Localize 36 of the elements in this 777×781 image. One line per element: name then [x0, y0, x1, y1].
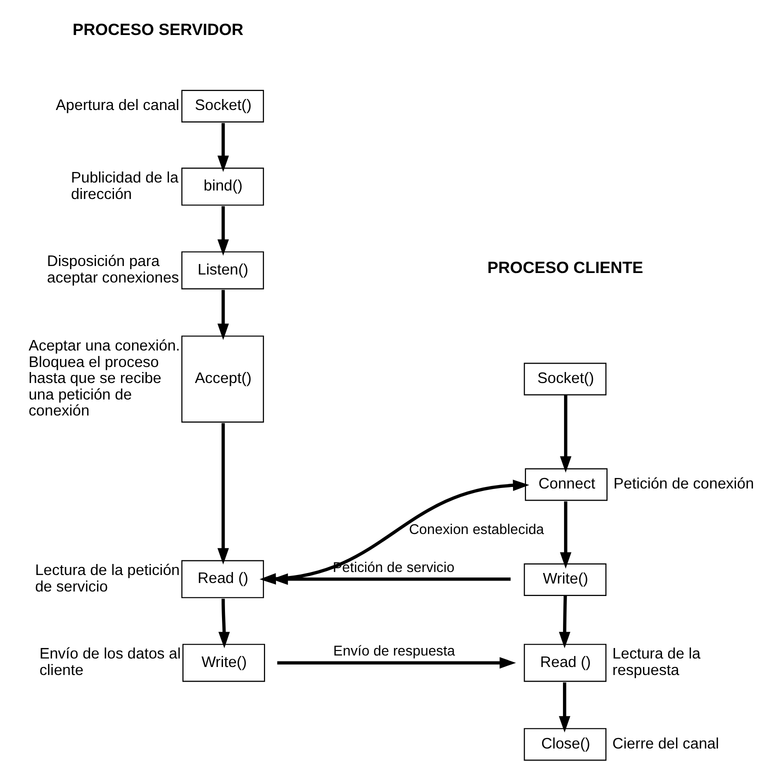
arrow [216, 423, 228, 564]
node-label: Lectura de la petición de servicio [34, 562, 180, 596]
edge-label: Conexion establecida [408, 520, 544, 537]
node-box: Read () [523, 644, 606, 682]
arrow [216, 123, 228, 172]
node-label: Apertura del canal [55, 97, 179, 114]
node-box: bind() [180, 168, 264, 206]
edge-label: Envío de respuesta [332, 642, 455, 659]
arrow [216, 206, 228, 256]
node-label: Publicidad de la dirección [70, 170, 178, 203]
arrow [559, 501, 571, 569]
edge-label: Petición de servicio [332, 558, 454, 575]
node-label: Aceptar una conexión. Bloquea el proceso hasta que se recibe una petición de conexión [28, 337, 180, 420]
node-box: Write() [182, 644, 265, 682]
node-label: Disposición para aceptar conexiones [46, 253, 179, 287]
arrow [216, 290, 228, 340]
arrow [558, 596, 570, 648]
node-label: Petición de conexión [613, 476, 754, 493]
node-box: Socket() [523, 362, 606, 396]
node-box: Connect [524, 468, 608, 501]
node-label: Cierre del canal [612, 735, 719, 752]
node-label: Lectura de la respuesta [612, 646, 700, 680]
arrow [559, 394, 571, 473]
node-box: Listen() [180, 251, 264, 290]
arrow [218, 598, 230, 648]
node-box: Accept() [180, 336, 264, 423]
label: PROCESO SERVIDOR [72, 20, 243, 39]
node-box: Socket() [180, 90, 264, 122]
node-box: Read () [180, 560, 264, 598]
node-box: Close() [523, 728, 606, 761]
arrow [259, 480, 529, 585]
arrow [558, 682, 570, 732]
node-label: Envío de los datos al cliente [38, 646, 180, 680]
label: PROCESO CLIENTE [486, 259, 643, 278]
arrow [276, 657, 516, 669]
node-box: Write() [523, 563, 606, 596]
